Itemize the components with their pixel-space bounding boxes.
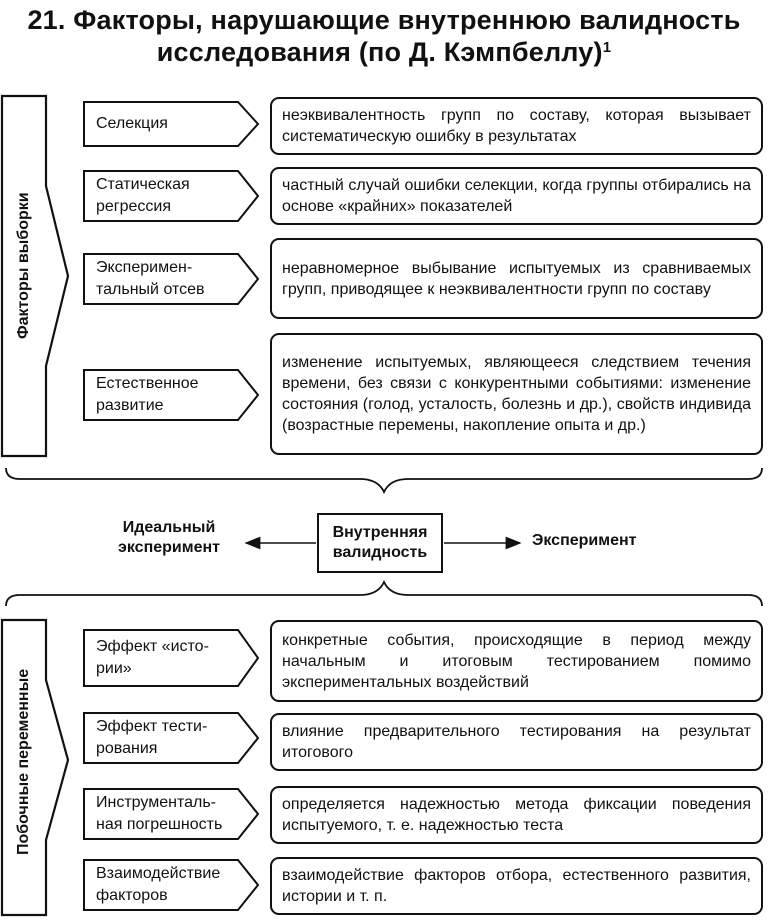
description-experimental-dropout: неравномерное выбывание испытуемых из ср… xyxy=(270,238,763,319)
factor-experimental-dropout: Эксперимен-тальный отсев xyxy=(96,259,205,298)
internal-validity-label: Внутренняя валидность xyxy=(332,524,428,561)
ideal-experiment-label: Идеальный эксперимент xyxy=(118,519,220,556)
factor-shape xyxy=(83,170,260,222)
description-testing-effect: влияние предварительного тестирования на… xyxy=(270,713,763,771)
factor-instrumental-error: Инструменталь-ная погрешность xyxy=(96,794,223,833)
sampling-group-arrow-box xyxy=(0,94,70,458)
title-line-2: исследования (по Д. Кэмпбеллу)1 xyxy=(156,37,612,67)
factor-shape xyxy=(83,788,260,840)
title-footnote-mark: 1 xyxy=(602,39,612,56)
diagram-title: 21. Факторы, нарушающие внутреннюю валид… xyxy=(0,4,768,68)
experiment-label: Эксперимент xyxy=(532,532,637,549)
factor-shape xyxy=(83,101,260,147)
factor-natural-development: Естественное развитие xyxy=(96,375,199,414)
side-group-label: Побочные переменные xyxy=(15,668,32,855)
upper-brace xyxy=(5,467,763,495)
factor-shape xyxy=(83,859,260,911)
factor-shape xyxy=(83,712,260,764)
description-selection: неэквивалентность групп по составу, кото… xyxy=(270,97,763,155)
description-instrumental-error: определяется надежностью метода фиксации… xyxy=(270,786,763,844)
factor-selection: Селекция xyxy=(96,115,168,132)
description-natural-development: изменение испытуемых, являющееся следств… xyxy=(270,333,763,455)
internal-validity-box: Внутренняя валидность xyxy=(317,513,443,573)
description-interaction: взаимодействие факторов отбора, естестве… xyxy=(270,857,763,915)
side-group-arrow-box xyxy=(0,618,70,917)
title-line-1: 21. Факторы, нарушающие внутреннюю валид… xyxy=(27,5,741,35)
lower-brace xyxy=(5,579,763,607)
factor-interaction: Взаимодействие факторов xyxy=(96,865,221,904)
factor-shape xyxy=(83,629,260,687)
description-static-regression: частный случай ошибки селекции, когда гр… xyxy=(270,167,763,225)
factor-testing-effect: Эффект тести-рования xyxy=(96,718,208,757)
factor-history-effect: Эффект «исто-рии» xyxy=(96,638,209,677)
factor-shape xyxy=(83,369,260,421)
factor-static-regression: Статическая регрессия xyxy=(96,176,190,215)
factor-shape xyxy=(83,253,260,305)
description-history-effect: конкретные события, происходящие в перио… xyxy=(270,620,763,702)
sampling-group-label: Факторы выборки xyxy=(15,192,32,339)
